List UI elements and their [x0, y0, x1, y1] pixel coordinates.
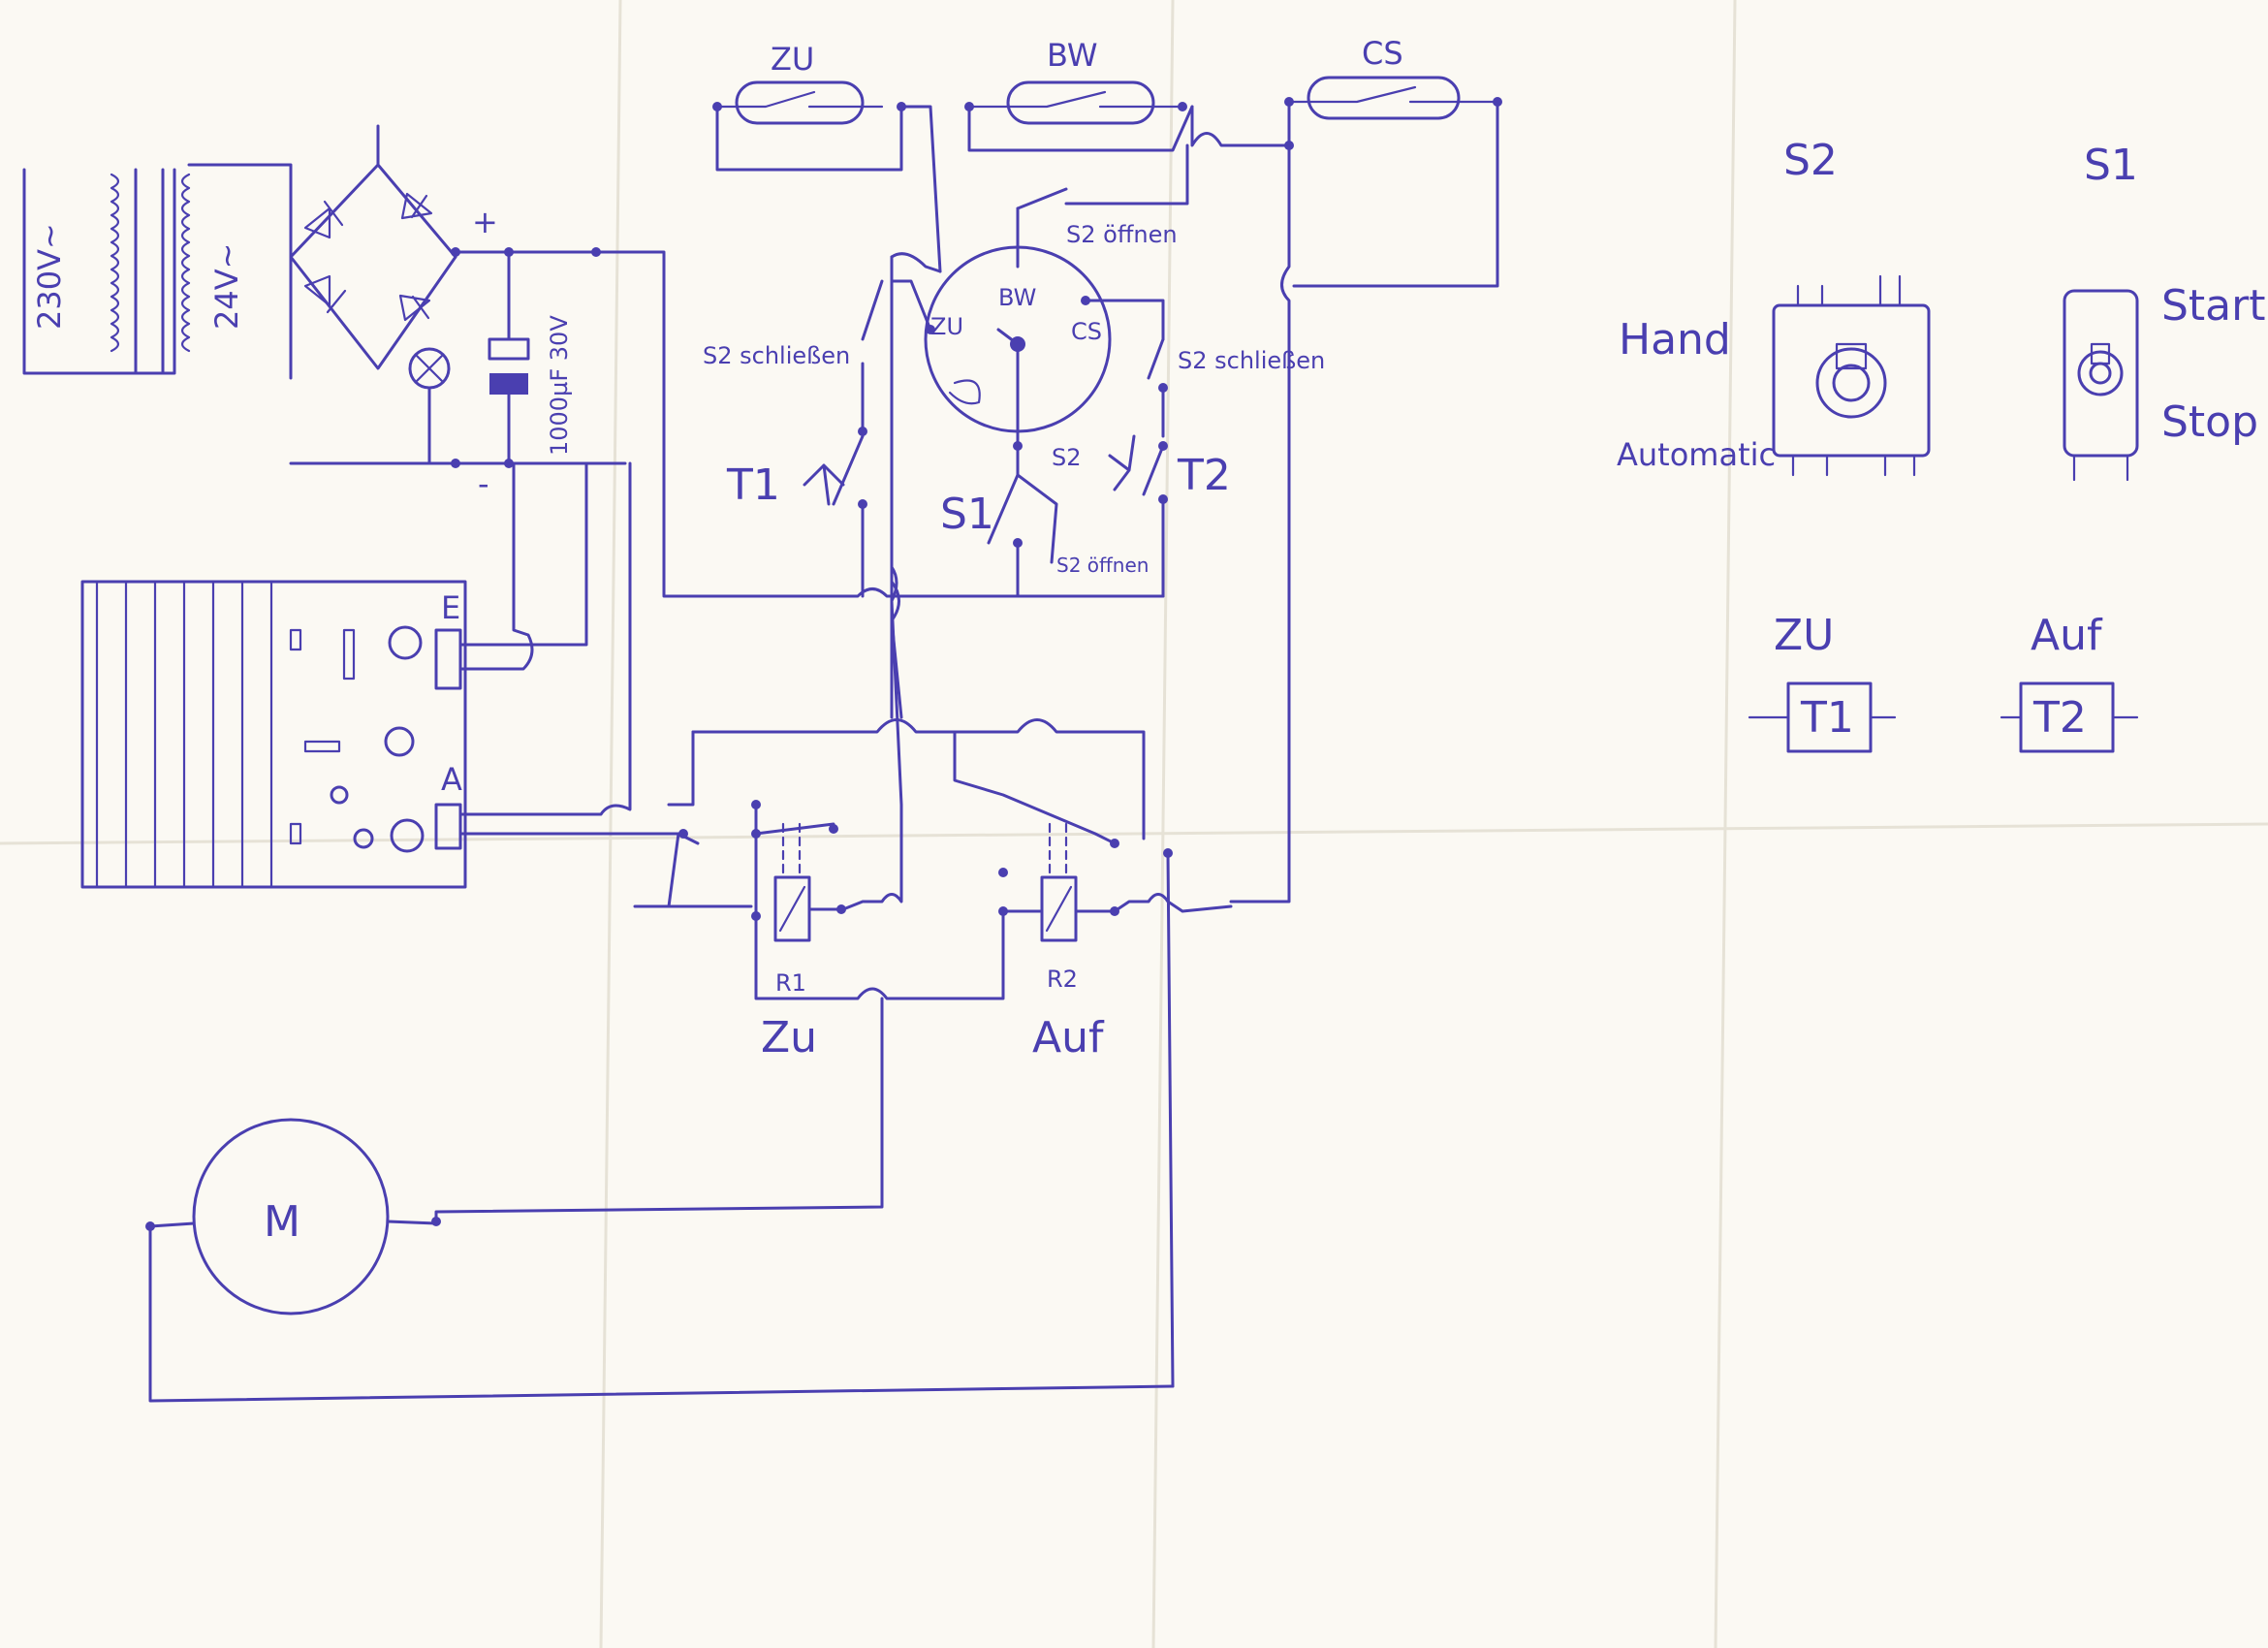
mains-voltage-label: 230V~: [31, 223, 68, 330]
selector-zu: ZU: [930, 313, 963, 340]
s2-schliessen-right-label: S2 schließen: [1178, 347, 1325, 374]
reed-contact-cs: CS: [1287, 35, 1499, 120]
legend-t2: T2: [2032, 693, 2087, 743]
svg-text:CS: CS: [1362, 35, 1403, 72]
relay-r2-label: R2: [1047, 966, 1078, 993]
legend-stop: Stop: [2161, 397, 2258, 447]
legend-s1: S1 Start Stop: [2063, 141, 2266, 482]
selector-bw: BW: [998, 284, 1036, 311]
smoothing-capacitor: + - 1000µF 30V: [451, 204, 601, 502]
control-module: E A: [80, 461, 700, 889]
bridge-rectifier: [289, 124, 627, 465]
minus-label: -: [478, 465, 489, 502]
plus-label: +: [472, 204, 498, 240]
secondary-voltage-label: 24V~: [208, 243, 245, 330]
svg-text:ZU: ZU: [771, 41, 814, 78]
t2-label: T2: [1177, 451, 1231, 500]
s2-oeffnen-top-label: S2 öffnen: [1066, 221, 1178, 248]
relay-auf-label: Auf: [1032, 1013, 1105, 1062]
legend-start: Start: [2161, 281, 2266, 331]
transformer: 230V~ 24V~: [22, 163, 293, 380]
selector-cs: CS: [1071, 318, 1102, 345]
s2-oeffnen-bottom-label: S2 öffnen: [1056, 554, 1149, 577]
selector-s2: S2: [1052, 444, 1082, 471]
reed-contact-zu: ZU: [715, 41, 884, 125]
control-switches: S2 schließen T1 S2 schließen T2 S1 S2 öf…: [623, 250, 1325, 719]
s1-label: S1: [940, 490, 994, 539]
selector-switch-s2: BW ZU CS S2: [924, 245, 1112, 471]
legend-buttons: ZU T1 Auf T2: [1748, 611, 2139, 753]
legend-hand: Hand: [1619, 315, 1731, 364]
module-a-label: A: [441, 761, 462, 798]
t1-label: T1: [726, 460, 780, 510]
legend-s1-title: S1: [2084, 141, 2138, 190]
module-e-label: E: [441, 589, 460, 626]
relay-block: R1 Zu R2 Auf: [633, 565, 1233, 1388]
legend-s2: S2 Hand Automatic: [1617, 136, 1931, 477]
top-wiring: S2 öffnen: [712, 97, 1502, 903]
legend-zu: ZU: [1774, 611, 1834, 660]
legend-automatic: Automatic: [1617, 436, 1776, 473]
reed-contact-bw: BW: [967, 37, 1184, 125]
motor-label: M: [264, 1197, 300, 1247]
relay-zu-label: Zu: [761, 1013, 817, 1062]
relay-r1-label: R1: [775, 969, 806, 997]
s2-schliessen-left-label: S2 schließen: [703, 342, 850, 369]
motor: M: [145, 997, 1175, 1403]
legend-s2-title: S2: [1783, 136, 1838, 185]
legend-auf: Auf: [2031, 611, 2103, 660]
capacitor-value: 1000µF 30V: [546, 315, 573, 456]
svg-text:BW: BW: [1047, 37, 1097, 74]
legend-t1: T1: [1800, 693, 1854, 743]
